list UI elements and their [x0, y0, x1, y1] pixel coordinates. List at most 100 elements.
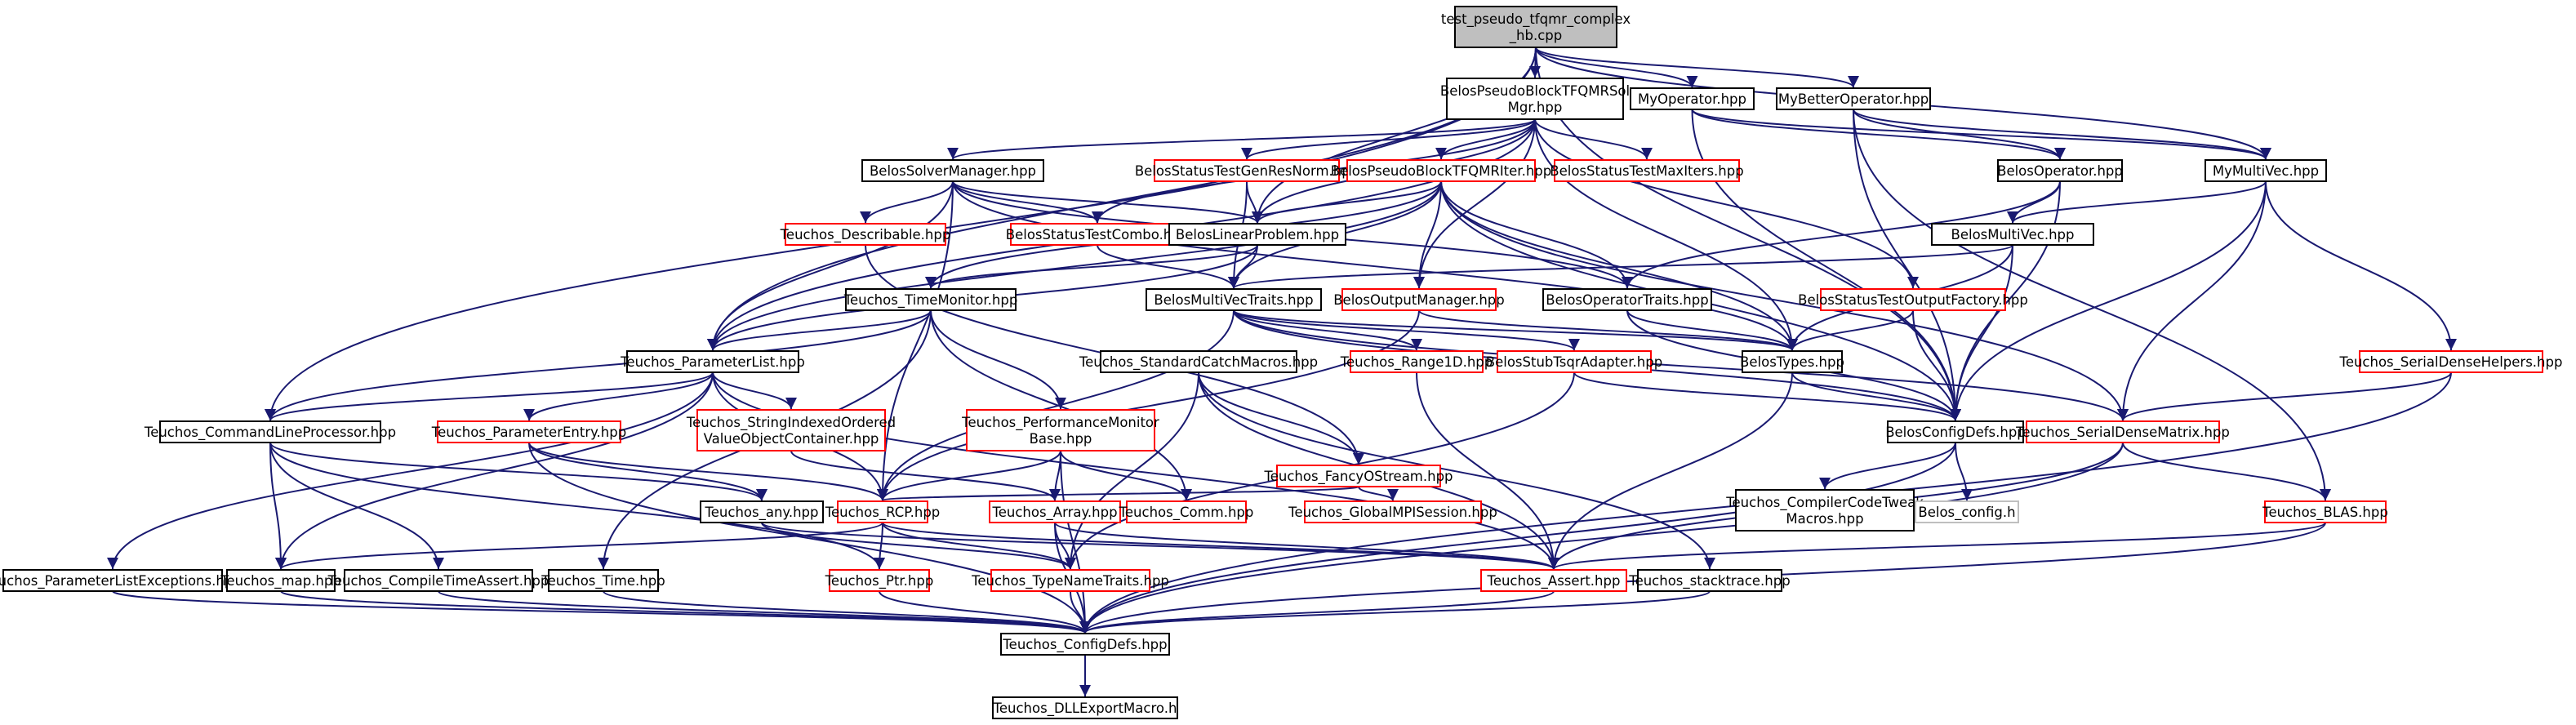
node-label: BelosPseudoBlockTFQMRIter.hpp: [1331, 163, 1551, 179]
edge-tscm-ttnt: [1065, 371, 1199, 570]
node-label: BelosMultiVec.hpp: [1951, 227, 2075, 242]
edge-bpsm-bstgrn: [1241, 118, 1536, 160]
node-tblas[interactable]: Teuchos_BLAS.hpp: [2262, 500, 2388, 523]
node-tconfig[interactable]: Teuchos_ConfigDefs.hpp: [1000, 633, 1170, 656]
node-bsta[interactable]: BelosStubTsqrAdapter.hpp: [1486, 350, 1662, 373]
node-tpl[interactable]: Teuchos_ParameterList.hpp: [620, 350, 805, 373]
node-bpsi[interactable]: BelosPseudoBlockTFQMRIter.hpp: [1331, 159, 1551, 182]
node-label: Teuchos_Range1D.hpp: [1340, 354, 1493, 371]
node-tdesc[interactable]: Teuchos_Describable.hpp: [780, 223, 951, 246]
node-label: Teuchos_stacktrace.hpp: [1628, 573, 1790, 589]
node-tr1d[interactable]: Teuchos_Range1D.hpp: [1340, 350, 1493, 373]
node-tassert[interactable]: Teuchos_Assert.hpp: [1480, 569, 1627, 592]
node-tple[interactable]: Teuchos_ParameterListExceptions.hpp: [0, 569, 242, 592]
node-box: [829, 569, 930, 592]
node-mybetter[interactable]: MyBetterOperator.hpp: [1776, 87, 1931, 110]
node-box: [1480, 569, 1627, 592]
node-bstgrn[interactable]: BelosStatusTestGenResNorm.hpp: [1135, 159, 1359, 182]
node-tsiovoc[interactable]: Teuchos_StringIndexedOrderedValueObjectC…: [686, 409, 896, 451]
edge-tclp-tmap: [269, 442, 287, 570]
node-bmvt[interactable]: BelosMultiVecTraits.hpp: [1146, 288, 1322, 311]
node-tscm[interactable]: Teuchos_StandardCatchMacros.hpp: [1079, 350, 1318, 373]
edge-bcd-tcct: [1819, 442, 1956, 490]
edge-tcta-tconfig: [438, 590, 1091, 634]
node-label: Teuchos_ParameterList.hpp: [620, 354, 805, 371]
node-bconfig: Belos_config.h: [1915, 500, 2019, 523]
node-myop[interactable]: MyOperator.hpp: [1630, 87, 1755, 110]
node-label: Teuchos_FancyOStream.hpp: [1263, 469, 1453, 485]
edge-bsm-tdesc: [860, 180, 954, 224]
node-box: [1346, 159, 1536, 182]
edge-tsiovoc-tarray: [790, 450, 1061, 501]
node-box: [1497, 350, 1652, 373]
node-box: [990, 569, 1150, 592]
node-box: [159, 420, 381, 443]
edge-bpsi-blp: [1252, 180, 1442, 224]
node-belosop[interactable]: BelosOperator.hpp: [1997, 159, 2123, 182]
node-box: [1276, 465, 1441, 487]
edge-bsm-btypes: [952, 180, 1798, 351]
node-box: [992, 696, 1178, 719]
node-tsdm[interactable]: Teuchos_SerialDenseMatrix.hpp: [2015, 420, 2230, 443]
node-bstmi[interactable]: BelosStatusTestMaxIters.hpp: [1550, 159, 1744, 182]
node-tfos[interactable]: Teuchos_FancyOStream.hpp: [1263, 465, 1453, 487]
node-bot[interactable]: BelosOperatorTraits.hpp: [1542, 288, 1712, 311]
node-bstc[interactable]: BelosStatusTestCombo.hpp: [1006, 223, 1189, 246]
node-bcd[interactable]: BelosConfigDefs.hpp: [1885, 420, 2026, 443]
node-ttm[interactable]: Teuchos_TimeMonitor.hpp: [843, 288, 1018, 311]
node-tptr[interactable]: Teuchos_Ptr.hpp: [825, 569, 934, 592]
node-box: [1168, 223, 1346, 246]
node-ttime[interactable]: Teuchos_Time.hpp: [541, 569, 665, 592]
edge-tscm-tst: [1198, 371, 1715, 570]
node-tcta[interactable]: Teuchos_CompileTimeAssert.hpp: [327, 569, 549, 592]
edge-root-mybetter: [1535, 47, 1859, 88]
node-tarray[interactable]: Teuchos_Array.hpp: [989, 500, 1121, 523]
edge-tsdh-tsdm: [2117, 371, 2452, 421]
node-box: [626, 350, 799, 373]
edge-blp-ttm: [925, 244, 1258, 289]
edge-tpmb-trcp: [877, 450, 1061, 501]
nodes-layer: test_pseudo_tfqmr_complex_hb.cppBelosPse…: [0, 6, 2563, 719]
node-box: [548, 569, 659, 592]
node-box: [1637, 569, 1782, 592]
edge-bpsm-bom: [1413, 118, 1536, 289]
edge-bpsi-tpl: [707, 180, 1442, 351]
node-bsm[interactable]: BelosSolverManager.hpp: [861, 159, 1044, 182]
node-box: [1446, 78, 1624, 120]
node-label: BelosTypes.hpp: [1740, 354, 1844, 370]
node-tst[interactable]: Teuchos_stacktrace.hpp: [1628, 569, 1791, 592]
node-tclp[interactable]: Teuchos_CommandLineProcessor.hpp: [144, 420, 396, 443]
node-label: BelosOutputManager.hpp: [1333, 292, 1505, 308]
node-tgmpi[interactable]: Teuchos_GlobalMPISession.hpp: [1288, 500, 1497, 523]
node-ttnt[interactable]: Teuchos_TypeNameTraits.hpp: [971, 569, 1169, 592]
node-label: BelosOperator.hpp: [1997, 163, 2123, 179]
node-label: BelosStatusTestCombo.hpp: [1006, 227, 1189, 242]
node-blp[interactable]: BelosLinearProblem.hpp: [1168, 223, 1346, 246]
node-box: [437, 420, 621, 443]
node-trcp[interactable]: Teuchos_RCP.hpp: [825, 500, 941, 523]
edge-tptr-tconfig: [879, 590, 1091, 634]
node-label: Teuchos_Time.hpp: [541, 573, 665, 589]
node-mymv[interactable]: MyMultiVec.hpp: [2205, 159, 2327, 182]
node-tdll[interactable]: Teuchos_DLLExportMacro.h: [992, 696, 1178, 719]
node-tsdh[interactable]: Teuchos_SerialDenseHelpers.hpp: [2339, 350, 2563, 373]
node-tpe[interactable]: Teuchos_ParameterEntry.hpp: [431, 420, 626, 443]
node-bstof[interactable]: BelosStatusTestOutputFactory.hpp: [1798, 288, 2028, 311]
node-box: [837, 500, 928, 523]
edge-belosop-bot: [1622, 180, 2061, 289]
node-tcomm[interactable]: Teuchos_Comm.hpp: [1119, 500, 1254, 523]
edge-tclp-tcta: [269, 442, 444, 570]
node-btypes[interactable]: BelosTypes.hpp: [1740, 350, 1844, 373]
node-belosmv[interactable]: BelosMultiVec.hpp: [1931, 223, 2094, 246]
node-label: Teuchos_Array.hpp: [991, 505, 1117, 521]
node-tany[interactable]: Teuchos_any.hpp: [700, 500, 824, 523]
node-box: [861, 159, 1044, 182]
edge-bsm-tpl: [707, 180, 954, 351]
edge-bmvt-bsta: [1233, 309, 1580, 351]
node-bom[interactable]: BelosOutputManager.hpp: [1333, 288, 1505, 311]
node-tmap[interactable]: Teuchos_map.hpp: [220, 569, 341, 592]
